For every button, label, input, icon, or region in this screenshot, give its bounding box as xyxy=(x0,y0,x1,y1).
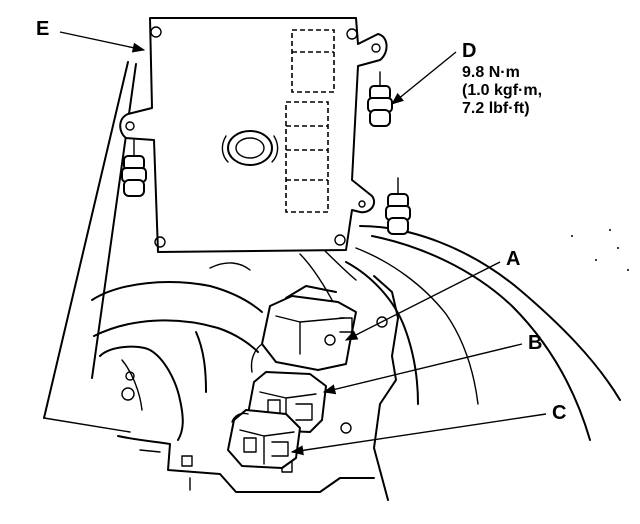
leader-lines xyxy=(59,31,547,456)
bolt-icon xyxy=(385,177,411,235)
torque-spec-line-3: 7.2 lbf·ft) xyxy=(462,100,530,117)
leader-a xyxy=(344,261,501,341)
label-a: A xyxy=(506,248,521,270)
torque-spec-line-1: 9.8 N·m xyxy=(462,64,520,81)
leader-c xyxy=(290,413,547,456)
bolt-icon xyxy=(121,139,147,197)
connector-stack xyxy=(227,285,357,469)
label-c: C xyxy=(552,402,567,424)
label-e: E xyxy=(36,18,50,40)
torque-spec-line-2: (1.0 kgf·m, xyxy=(462,82,543,99)
label-b: B xyxy=(528,332,543,354)
bolt-icon xyxy=(367,71,393,127)
leader-d xyxy=(391,51,457,105)
mounting-bolt-group xyxy=(121,71,411,235)
leader-b xyxy=(322,343,523,395)
leader-e xyxy=(59,31,146,53)
torque-spec: 9.8 N·m (1.0 kgf·m, 7.2 lbf·ft) xyxy=(462,64,542,118)
ecu-module xyxy=(119,17,388,253)
label-d: D xyxy=(462,40,477,62)
